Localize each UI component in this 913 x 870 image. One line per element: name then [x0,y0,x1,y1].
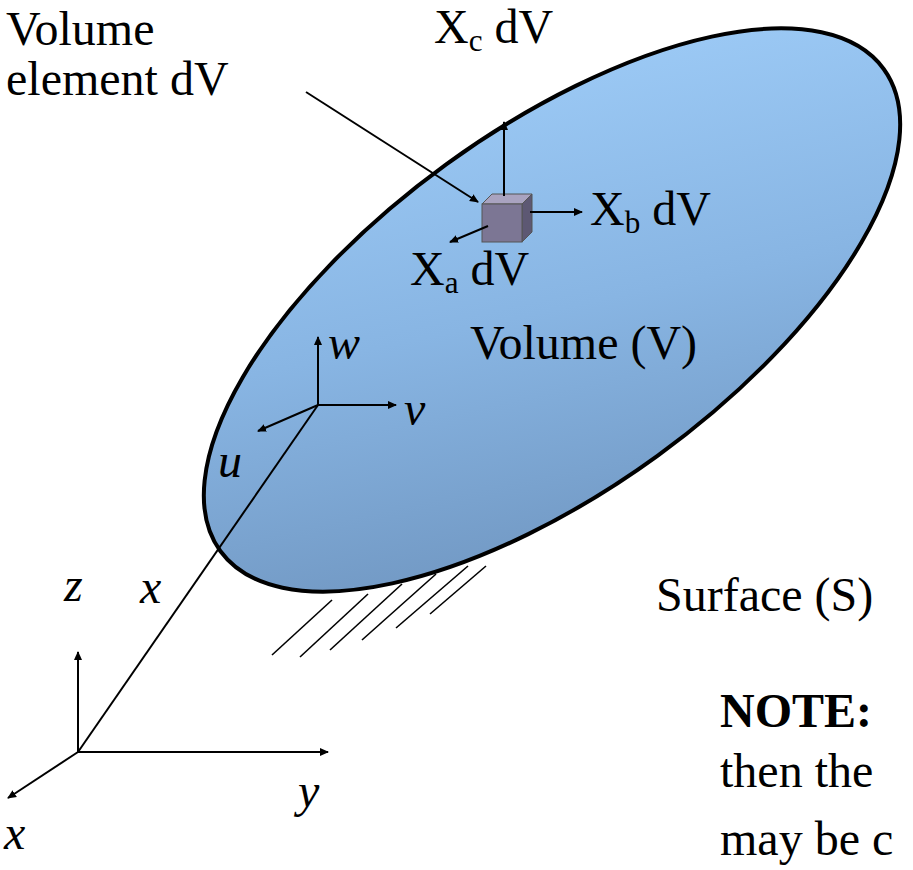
axis-label: w [328,318,360,368]
callout-label: Volume element dV [6,4,316,105]
surface-label: Surface (S) [656,570,873,620]
displacement-axes [258,337,396,431]
volume-element [482,194,532,242]
body-volume: Volume (V) [195,25,909,595]
global-axes [8,652,328,798]
axis-label: u [218,436,242,486]
force-label: Xa dV [410,244,529,294]
note-text: then the [720,746,873,796]
force-label: Xb dV [590,184,711,234]
body-force-arrows [450,122,582,242]
ellipse-outline [195,25,909,595]
force-label: Xc dV [434,2,553,52]
note-text: may be c [720,814,893,864]
axis-label: y [298,766,319,816]
support-hatching [272,566,486,657]
region-label: Volume (V) [470,318,697,368]
leader-line [306,92,478,202]
axis-label: x [4,808,25,858]
vector-label: x [140,562,161,612]
position-vector [78,405,318,752]
axis-label: v [404,384,425,434]
note-heading: NOTE: [720,686,872,736]
axis-label: z [64,560,83,610]
